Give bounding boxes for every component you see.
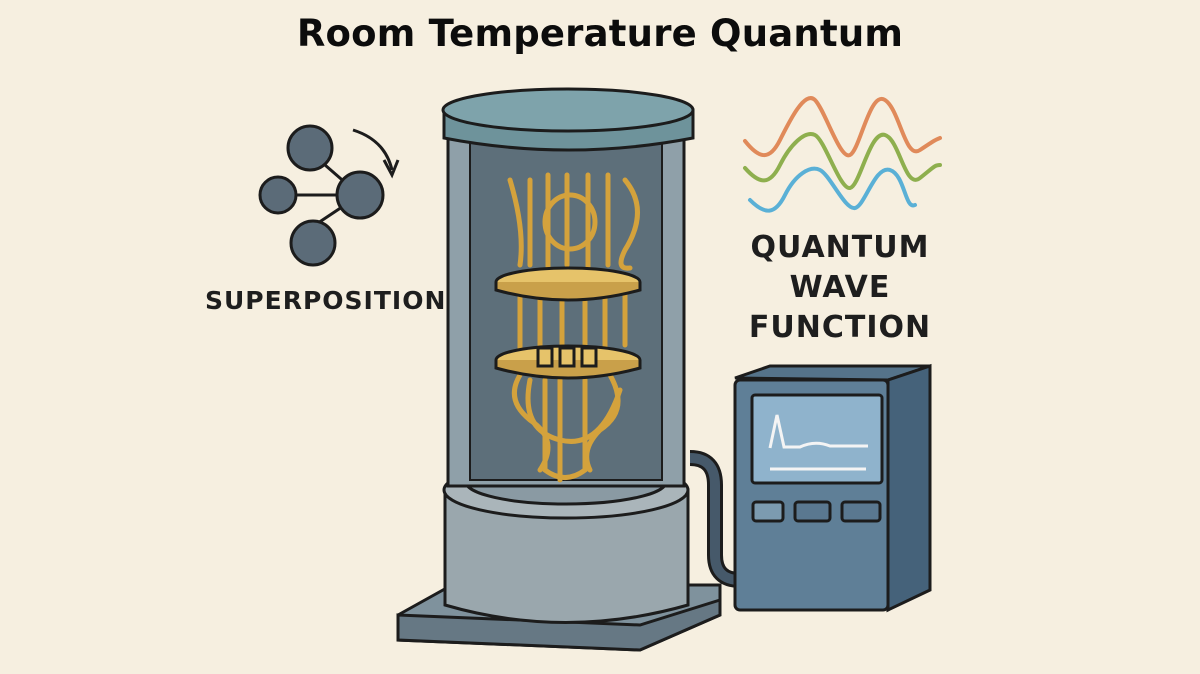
curved-arrow-icon <box>352 128 394 171</box>
node-icon <box>335 170 385 220</box>
node-icon <box>289 219 337 267</box>
wave-label-line-2: WAVE <box>789 270 891 305</box>
superposition-label: SUPERPOSITION <box>205 286 447 315</box>
cryostat-lid <box>441 87 695 152</box>
monitor-device <box>733 363 932 613</box>
monitor-button-3[interactable] <box>840 500 882 523</box>
superposition-icon <box>258 124 400 267</box>
monitor-screen <box>750 393 884 485</box>
wave-label-line-3: FUNCTION <box>748 310 932 345</box>
page-title: Room Temperature Quantum <box>296 12 904 55</box>
qubit-chip <box>558 346 576 368</box>
signal-trace <box>768 414 868 449</box>
node-icon <box>258 175 298 215</box>
wiring <box>507 172 640 483</box>
monitor-button-2[interactable] <box>793 500 832 523</box>
monitor-button-1[interactable] <box>751 500 785 523</box>
qubit-chip <box>536 346 554 368</box>
qubit-chip <box>580 346 598 368</box>
mixing-plates <box>494 266 642 380</box>
wave-function-label: QUANTUM WAVE FUNCTION <box>730 228 950 348</box>
wave-icon <box>743 96 942 213</box>
node-icon <box>286 124 334 172</box>
wave-label-line-1: QUANTUM <box>750 230 930 265</box>
